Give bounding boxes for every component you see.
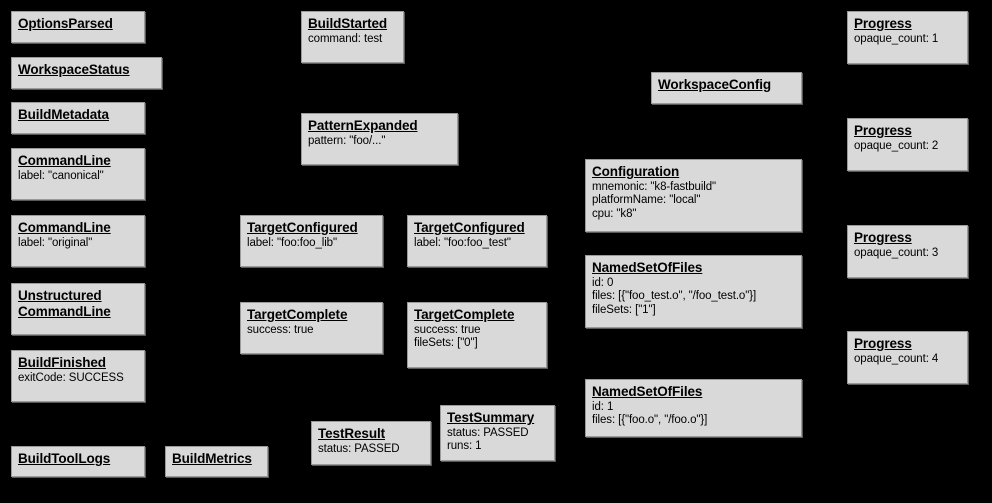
event-node-field: success: true (414, 323, 481, 336)
event-node-build-metrics[interactable]: BuildMetrics (165, 446, 268, 477)
event-node-field: label: "foo:foo_lib" (247, 236, 337, 249)
event-node-title: PatternExpanded (308, 118, 418, 133)
event-node-title: OptionsParsed (18, 16, 113, 31)
event-node-fields: opaque_count: 1 (854, 33, 961, 47)
event-node-field: opaque_count: 1 (854, 32, 939, 45)
event-node-fields: opaque_count: 4 (854, 353, 961, 367)
event-node-build-metadata[interactable]: BuildMetadata (11, 102, 145, 134)
event-node-field: opaque_count: 2 (854, 139, 939, 152)
event-node-field: status: PASSED (318, 442, 400, 455)
event-node-title: Progress (854, 16, 912, 31)
event-node-title: CommandLine (18, 220, 111, 235)
event-node-field: id: 0 (592, 276, 614, 289)
event-node-field: runs: 1 (447, 440, 482, 453)
event-node-field: success: true (247, 323, 314, 336)
event-node-fields: label: "canonical" (18, 170, 138, 184)
event-node-title: BuildMetadata (18, 107, 109, 122)
event-node-fields: success: true (247, 324, 376, 338)
event-node-title: CommandLine (18, 153, 111, 168)
event-node-field: command: test (308, 32, 383, 45)
event-node-workspace-config[interactable]: WorkspaceConfig (651, 72, 802, 104)
event-node-field: opaque_count: 3 (854, 246, 939, 259)
event-node-build-tool-logs[interactable]: BuildToolLogs (11, 446, 145, 477)
event-node-title: BuildMetrics (172, 451, 252, 466)
event-node-fields: label: "foo:foo_lib" (247, 237, 376, 251)
event-node-title: BuildFinished (18, 355, 106, 370)
event-node-fields: command: test (308, 33, 397, 47)
event-node-title: NamedSetOfFiles (592, 384, 703, 399)
event-node-fields: status: PASSED (318, 443, 424, 457)
event-node-field: label: "canonical" (18, 169, 104, 182)
event-node-field: pattern: "foo/..." (308, 134, 386, 147)
event-node-title: Unstructured CommandLine (18, 288, 111, 319)
event-node-workspace-status[interactable]: WorkspaceStatus (11, 57, 162, 89)
event-node-field: fileSets: ["1"] (592, 304, 656, 317)
event-node-field: id: 1 (592, 400, 614, 413)
event-node-title: Progress (854, 123, 912, 138)
event-node-title: NamedSetOfFiles (592, 260, 703, 275)
event-node-fields: opaque_count: 3 (854, 247, 961, 261)
event-node-title: TargetComplete (414, 307, 515, 322)
event-node-title: BuildStarted (308, 16, 388, 31)
event-node-field: files: [{"foo_test.o", "/foo_test.o"}] (592, 290, 757, 303)
event-node-field: files: [{"foo.o", "/foo.o"}] (592, 414, 708, 427)
event-node-field: platformName: "local" (592, 194, 701, 207)
event-node-options-parsed[interactable]: OptionsParsed (11, 11, 145, 43)
event-node-title: TargetConfigured (247, 220, 358, 235)
event-node-title: BuildToolLogs (18, 451, 111, 466)
event-node-title: WorkspaceConfig (658, 77, 772, 92)
event-node-fields: label: "foo:foo_test" (414, 237, 540, 251)
event-node-title: TargetComplete (247, 307, 348, 322)
event-node-unstructured-command-line[interactable]: Unstructured CommandLine (11, 283, 145, 335)
event-node-title: TestResult (318, 426, 386, 441)
event-node-field: exitCode: SUCCESS (18, 371, 124, 384)
event-node-title: Progress (854, 336, 912, 351)
event-node-fields: pattern: "foo/..." (308, 135, 451, 149)
event-node-title: Configuration (592, 164, 680, 179)
event-node-field: opaque_count: 4 (854, 352, 939, 365)
event-node-field: label: "foo:foo_test" (414, 236, 511, 249)
event-node-fields: opaque_count: 2 (854, 140, 961, 154)
event-node-field: mnemonic: "k8-fastbuild" (592, 180, 717, 193)
event-node-fields: mnemonic: "k8-fastbuild"platformName: "l… (592, 181, 795, 222)
event-node-field: fileSets: ["0"] (414, 337, 478, 350)
event-node-title: Progress (854, 230, 912, 245)
event-node-title: TestSummary (447, 410, 535, 425)
event-node-title: WorkspaceStatus (18, 62, 130, 77)
event-node-fields: label: "original" (18, 237, 138, 251)
event-node-fields: exitCode: SUCCESS (18, 372, 138, 386)
event-node-field: label: "original" (18, 236, 93, 249)
event-node-field: status: PASSED (447, 426, 529, 439)
event-node-field: cpu: "k8" (592, 208, 637, 221)
event-node-title: TargetConfigured (414, 220, 525, 235)
